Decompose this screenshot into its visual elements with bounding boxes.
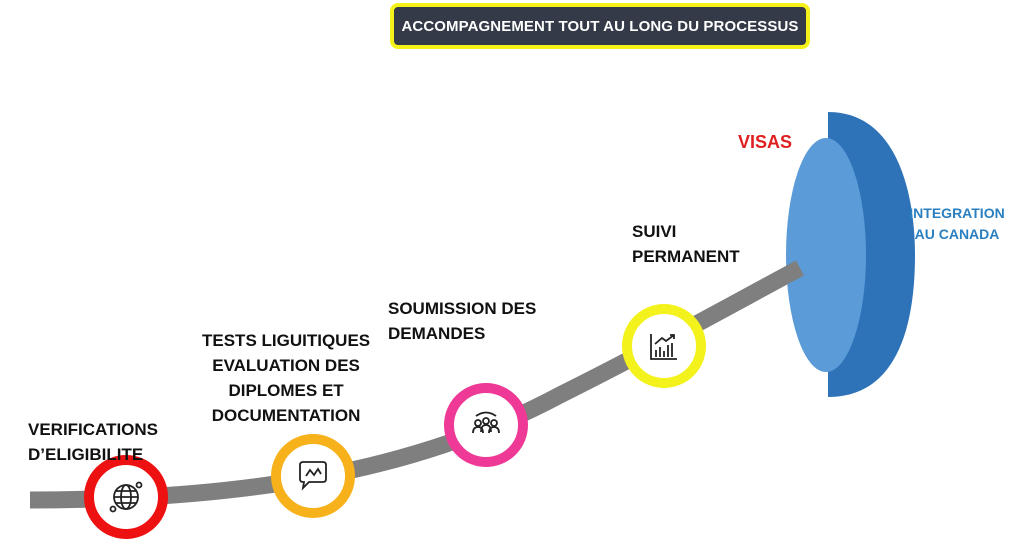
step-3-line-2: DEMANDES: [388, 324, 486, 343]
visas-label: VISAS: [738, 132, 793, 152]
integration-line-2: AU CANADA: [914, 226, 1000, 242]
integration-label: INTEGRATION AU CANADA: [902, 203, 1012, 245]
step-2-line-1: TESTS LIGUITIQUES: [202, 331, 371, 350]
team-icon: [472, 411, 500, 434]
chat-bubble-icon: [299, 461, 327, 491]
step-4-line-1: SUIVI: [632, 222, 677, 241]
step-4-label: SUIVI PERMANENT: [632, 219, 740, 269]
step-2-line-3: DIPLOMES ET: [228, 381, 344, 400]
step-3-line-1: SOUMISSION DES: [388, 299, 537, 318]
integration-line-1: INTEGRATION: [909, 205, 1005, 221]
step-2-ring: [271, 434, 355, 518]
globe-icon: [109, 481, 143, 513]
step-4-ring: [622, 304, 706, 388]
step-1-line-2: D’ELIGIBILITE: [28, 445, 144, 464]
step-2-label: TESTS LIGUITIQUES EVALUATION DES DIPLOME…: [202, 328, 370, 428]
step-1-line-1: VERIFICATIONS: [28, 420, 159, 439]
step-1-label: VERIFICATIONS D’ELIGIBILITE: [28, 417, 158, 467]
step-2-line-2: EVALUATION DES: [212, 356, 360, 375]
integration-lens: [786, 112, 915, 397]
lens-front: [786, 138, 866, 372]
step-4-line-2: PERMANENT: [632, 247, 740, 266]
process-banner: ACCOMPAGNEMENT TOUT AU LONG DU PROCESSUS: [390, 3, 810, 49]
step-2-line-4: DOCUMENTATION: [211, 406, 361, 425]
chart-growth-icon: [650, 334, 677, 360]
step-3-label: SOUMISSION DES DEMANDES: [388, 296, 536, 346]
